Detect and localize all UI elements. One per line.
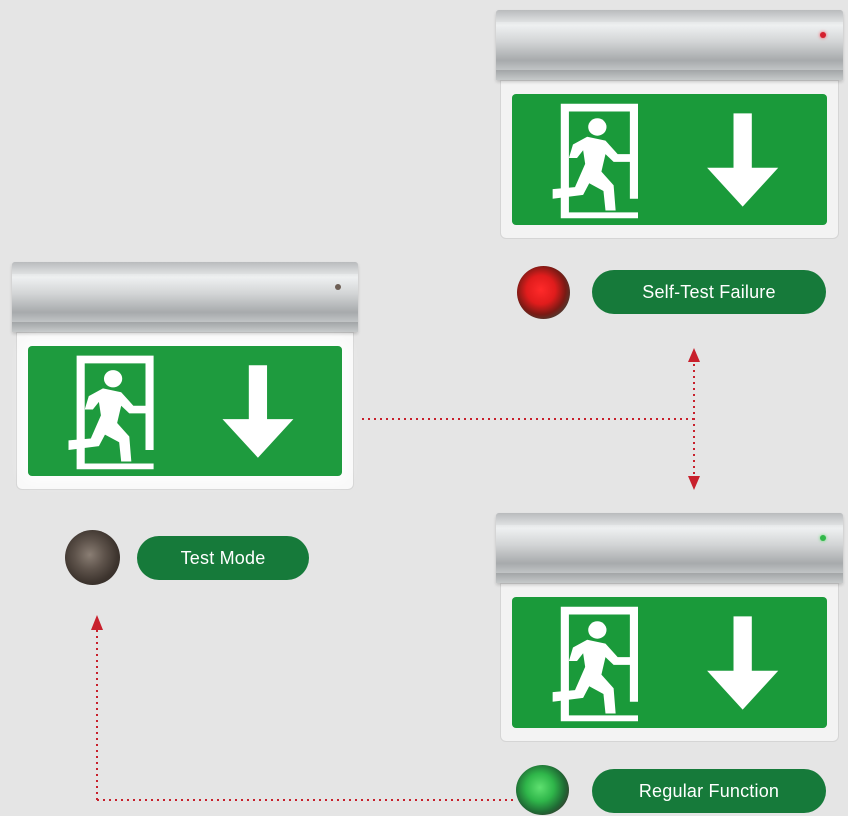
exit-sign-self-test-failure	[496, 10, 843, 239]
running-man-exit-arrow-down-icon	[512, 94, 827, 225]
status-led-red	[820, 32, 826, 38]
sign-housing	[496, 10, 843, 80]
arrow-down-icon	[688, 476, 700, 490]
indicator-light-green	[516, 765, 569, 815]
status-label-regular-function: Regular Function	[592, 769, 826, 813]
sign-housing	[12, 262, 358, 332]
arrow-up-icon	[688, 348, 700, 362]
running-man-exit-arrow-down-icon	[28, 346, 342, 476]
indicator-light-off	[65, 530, 120, 585]
running-man-exit-arrow-down-icon	[512, 597, 827, 728]
indicator-light-red	[517, 266, 570, 319]
arrow-up-icon	[91, 615, 103, 630]
exit-sign-regular-function	[496, 513, 843, 742]
sign-housing	[496, 513, 843, 583]
exit-sign-test-mode	[12, 262, 358, 490]
status-label-test-mode: Test Mode	[137, 536, 309, 580]
status-label-self-test-failure: Self-Test Failure	[592, 270, 826, 314]
status-led-off	[335, 284, 341, 290]
status-led-green	[820, 535, 826, 541]
